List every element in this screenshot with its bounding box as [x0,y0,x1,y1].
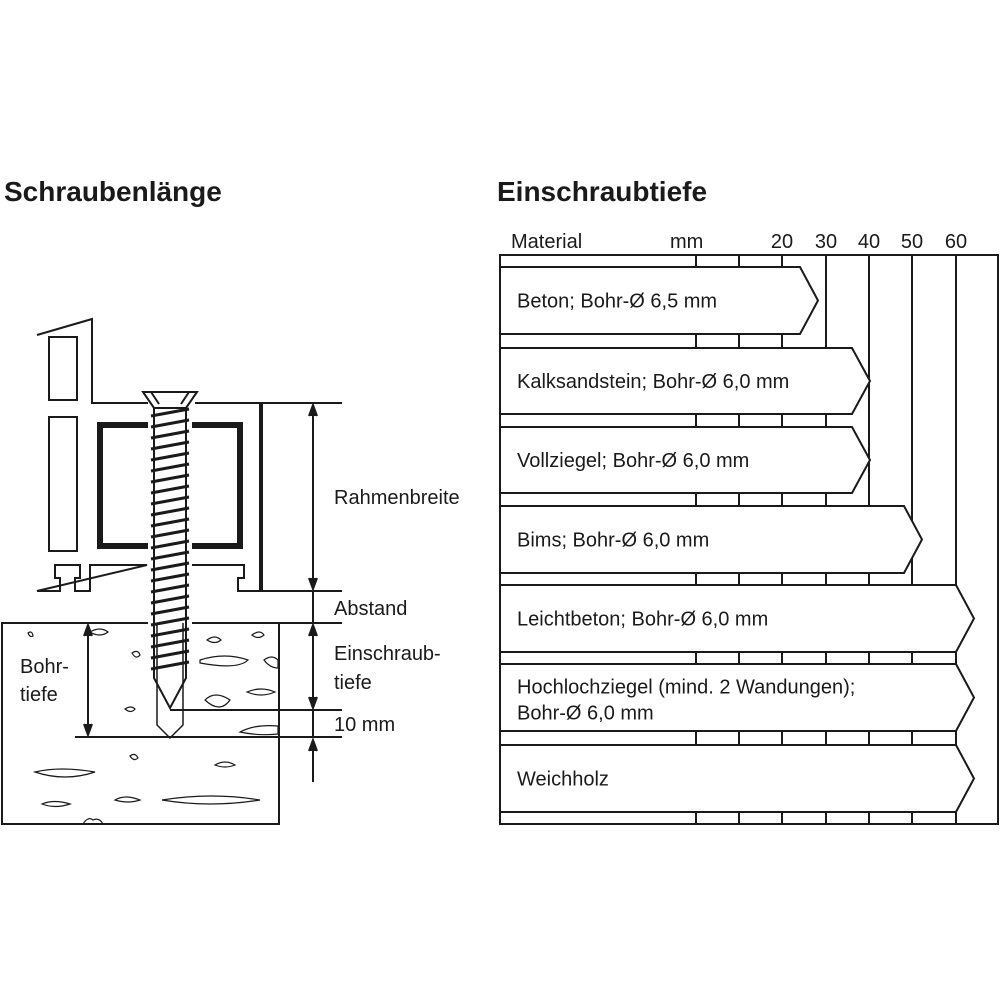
header-material: Material [511,231,582,253]
tick-label: 20 [771,231,793,253]
screw-thread [150,495,190,506]
screw-thread [150,561,190,572]
wall-block [1,622,280,825]
screw-thread [150,429,190,440]
screw-thread [150,484,190,495]
material-label: Hochlochziegel (mind. 2 Wandungen); [517,677,855,699]
depth-arrow-bar [499,426,872,494]
screw-thread [150,605,190,616]
screw-thread [150,473,190,484]
screw-thread [150,440,190,451]
screw-thread [150,539,190,550]
material-row: Beton; Bohr-Ø 6,5 mm [499,266,820,335]
material-label: Weichholz [517,769,609,791]
material-label: Beton; Bohr-Ø 6,5 mm [517,291,717,313]
tick-label: 60 [945,231,967,253]
steel-reinforcement [97,422,243,549]
material-row: Weichholz [499,744,976,813]
screw-thread [150,506,190,517]
screw-thread [150,462,190,473]
screw-thread [150,517,190,528]
material-label: Bims; Bohr-Ø 6,0 mm [517,530,709,552]
frame-chamber [48,416,78,552]
label-screw-depth-1: Einschraub- [334,643,441,665]
screw-thread [150,583,190,594]
material-label: Leichtbeton; Bohr-Ø 6,0 mm [517,609,768,631]
drill-hole [156,623,184,740]
label-drill-depth-2: tiefe [20,684,58,706]
depth-arrow-bar [499,347,872,415]
screw-thread [150,451,190,462]
tick-label: 40 [858,231,880,253]
left-panel-title: Schraubenlänge [4,176,222,207]
header-unit: mm [670,231,703,253]
label-gap: Abstand [334,598,407,620]
screw-thread [150,407,190,418]
frame-profile [36,317,261,592]
frame-chamber [48,336,78,401]
screw-thread [150,572,190,583]
material-label: Vollziegel; Bohr-Ø 6,0 mm [517,450,749,472]
depth-arrow-bar [499,266,820,335]
label-screw-depth-2: tiefe [334,672,372,694]
material-label: Kalksandstein; Bohr-Ø 6,0 mm [517,371,789,393]
right-panel-title: Einschraubtiefe [497,176,708,207]
material-row: Kalksandstein; Bohr-Ø 6,0 mm [499,347,872,415]
label-frame-width: Rahmenbreite [334,487,460,509]
material-row: Leichtbeton; Bohr-Ø 6,0 mm [499,584,976,653]
tick-label: 30 [815,231,837,253]
aggregate-texture [27,628,279,825]
screw-depth-table: Beton; Bohr-Ø 6,5 mm Kalksandstein; Bohr-… [499,254,999,825]
screw-thread [150,550,190,561]
material-row: Hochlochziegel (mind. 2 Wandungen); Bohr-… [499,663,976,732]
material-row: Vollziegel; Bohr-Ø 6,0 mm [499,426,872,494]
screw-thread [150,594,190,605]
tick-label: 50 [901,231,923,253]
depth-arrow-bar [499,584,976,653]
screw-thread [150,528,190,539]
label-drill-depth-1: Bohr- [20,656,69,678]
depth-arrow-bar [499,505,924,574]
depth-arrow-bar [499,744,976,813]
material-label-line2: Bohr-Ø 6,0 mm [517,703,654,725]
screw-head-icon [141,391,199,409]
material-row: Bims; Bohr-Ø 6,0 mm [499,505,924,574]
label-extra-depth: 10 mm [334,714,395,736]
screw-thread [150,418,190,429]
screw-shank-icon [153,408,187,711]
depth-arrow-bar [499,663,976,732]
